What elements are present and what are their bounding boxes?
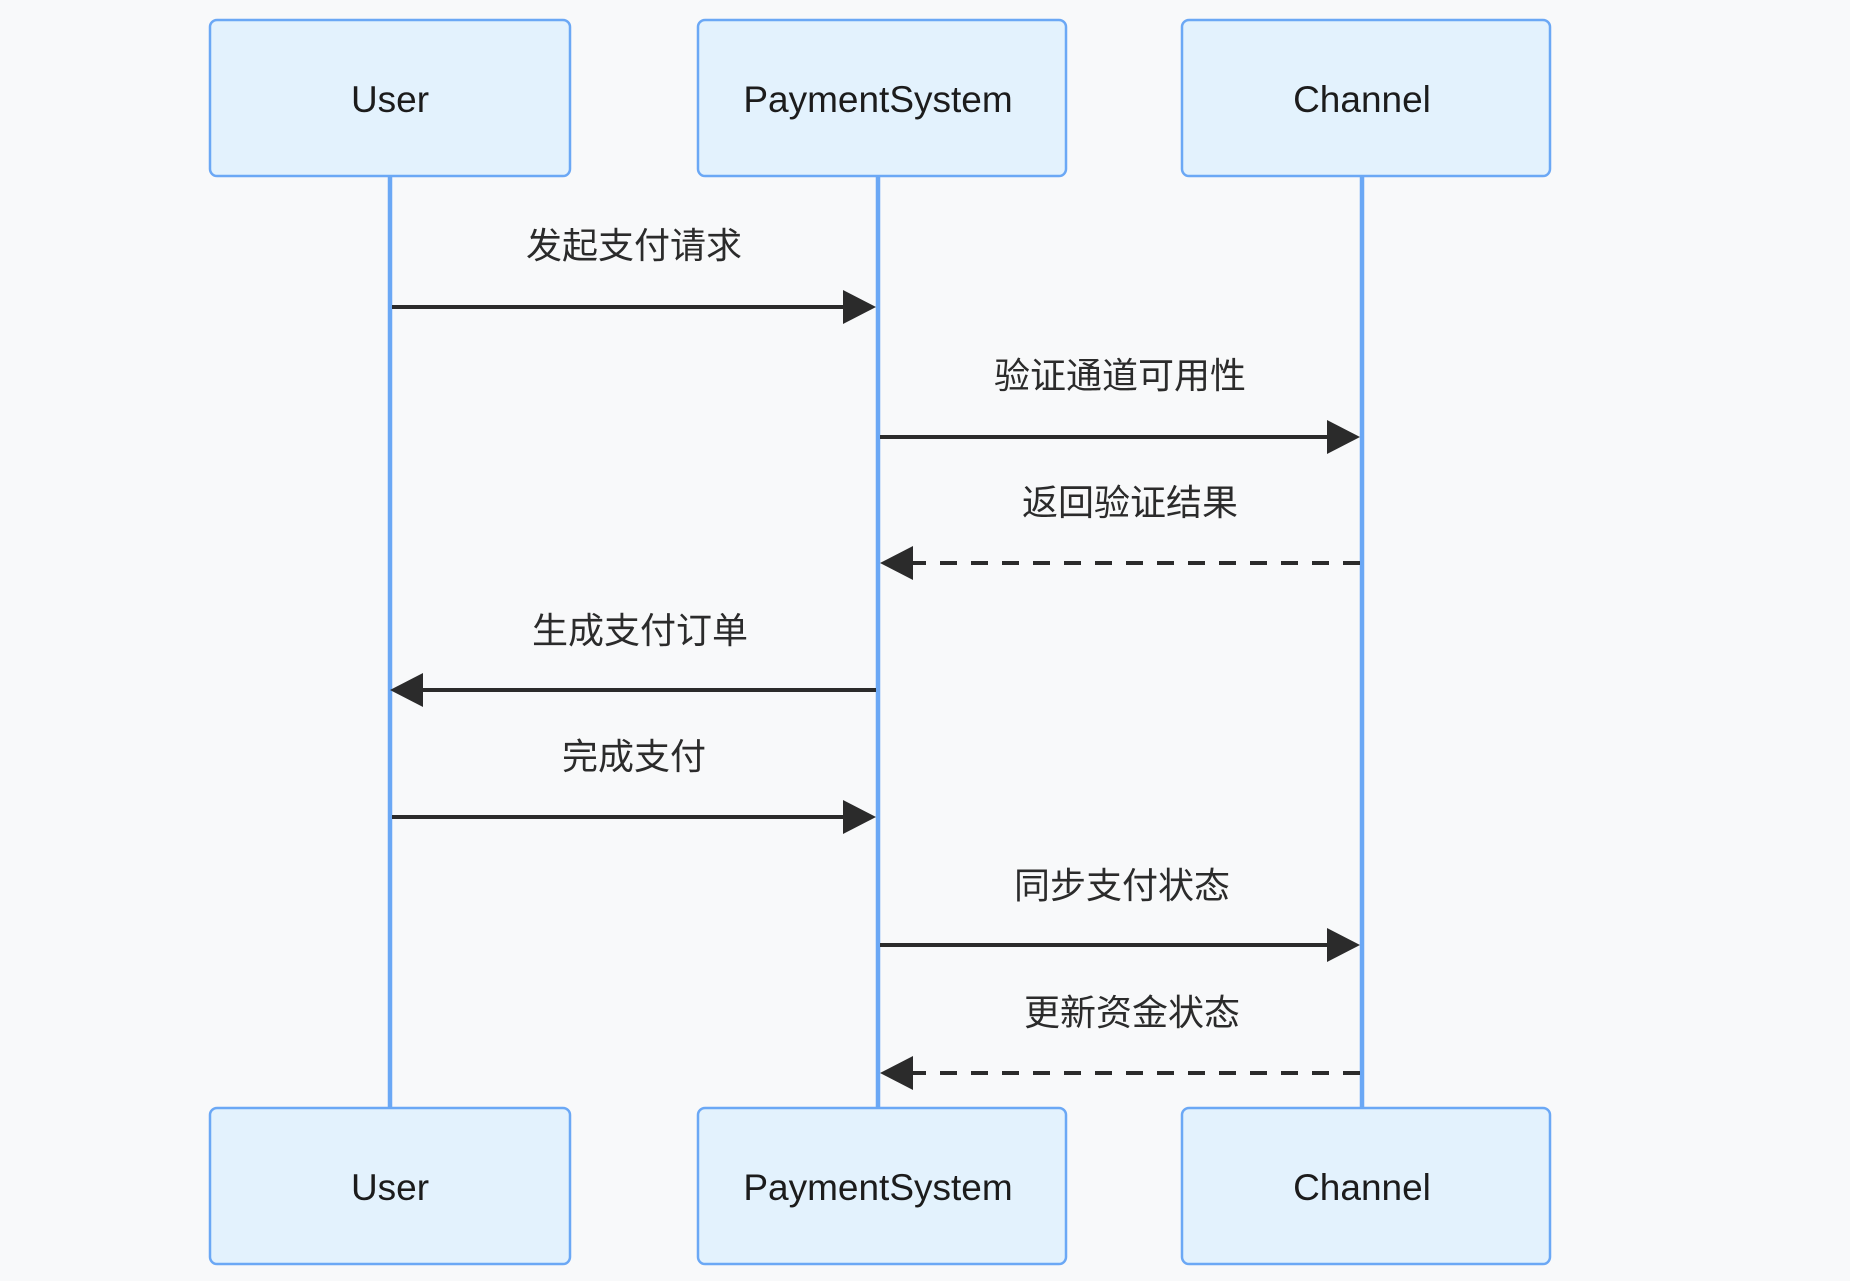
message-arrowhead-5 (843, 800, 876, 834)
message-arrowhead-1 (843, 290, 876, 324)
message-1[interactable]: 发起支付请求 (392, 225, 876, 324)
participant-label-payment-top: PaymentSystem (743, 79, 1012, 120)
message-4[interactable]: 生成支付订单 (390, 610, 876, 707)
participant-rect-payment-top (696, 18, 1068, 178)
participant-label-payment-bottom: PaymentSystem (743, 1167, 1012, 1208)
participant-box-user-bottom[interactable]: User (208, 1106, 572, 1266)
message-5[interactable]: 完成支付 (392, 736, 876, 834)
participant-box-user-top[interactable]: User (208, 18, 572, 178)
message-7[interactable]: 更新资金状态 (880, 992, 1360, 1090)
message-3[interactable]: 返回验证结果 (880, 482, 1360, 580)
participant-label-channel-top: Channel (1293, 79, 1431, 120)
message-arrowhead-7 (880, 1056, 913, 1090)
message-arrowhead-4 (390, 673, 423, 707)
participant-label-user-bottom: User (351, 1167, 429, 1208)
message-6[interactable]: 同步支付状态 (880, 865, 1360, 962)
participant-box-channel-top[interactable]: Channel (1180, 18, 1552, 178)
message-arrowhead-6 (1327, 928, 1360, 962)
message-label-3: 返回验证结果 (1022, 482, 1238, 523)
lifelines-group (387, 176, 1365, 1112)
message-label-1: 发起支付请求 (526, 225, 742, 266)
participant-label-user-top: User (351, 79, 429, 120)
participant-rect-user-top (208, 18, 572, 178)
message-2[interactable]: 验证通道可用性 (880, 355, 1360, 454)
participant-rect-user-bottom (208, 1106, 572, 1266)
message-arrowhead-2 (1327, 420, 1360, 454)
message-label-4: 生成支付订单 (532, 610, 748, 651)
participants-bottom: User PaymentSystem Channel (208, 1106, 1552, 1266)
participant-box-channel-bottom[interactable]: Channel (1180, 1106, 1552, 1266)
participant-box-payment-top[interactable]: PaymentSystem (696, 18, 1068, 178)
participant-label-channel-bottom: Channel (1293, 1167, 1431, 1208)
message-arrowhead-3 (880, 546, 913, 580)
participant-rect-channel-top (1180, 18, 1552, 178)
message-label-6: 同步支付状态 (1014, 865, 1230, 906)
message-label-2: 验证通道可用性 (994, 355, 1246, 396)
participant-box-payment-bottom[interactable]: PaymentSystem (696, 1106, 1068, 1266)
participant-rect-channel-bottom (1180, 1106, 1552, 1266)
message-label-7: 更新资金状态 (1024, 992, 1240, 1033)
participant-rect-payment-bottom (696, 1106, 1068, 1266)
participants-top: User PaymentSystem Channel (208, 18, 1552, 178)
message-label-5: 完成支付 (562, 736, 706, 777)
